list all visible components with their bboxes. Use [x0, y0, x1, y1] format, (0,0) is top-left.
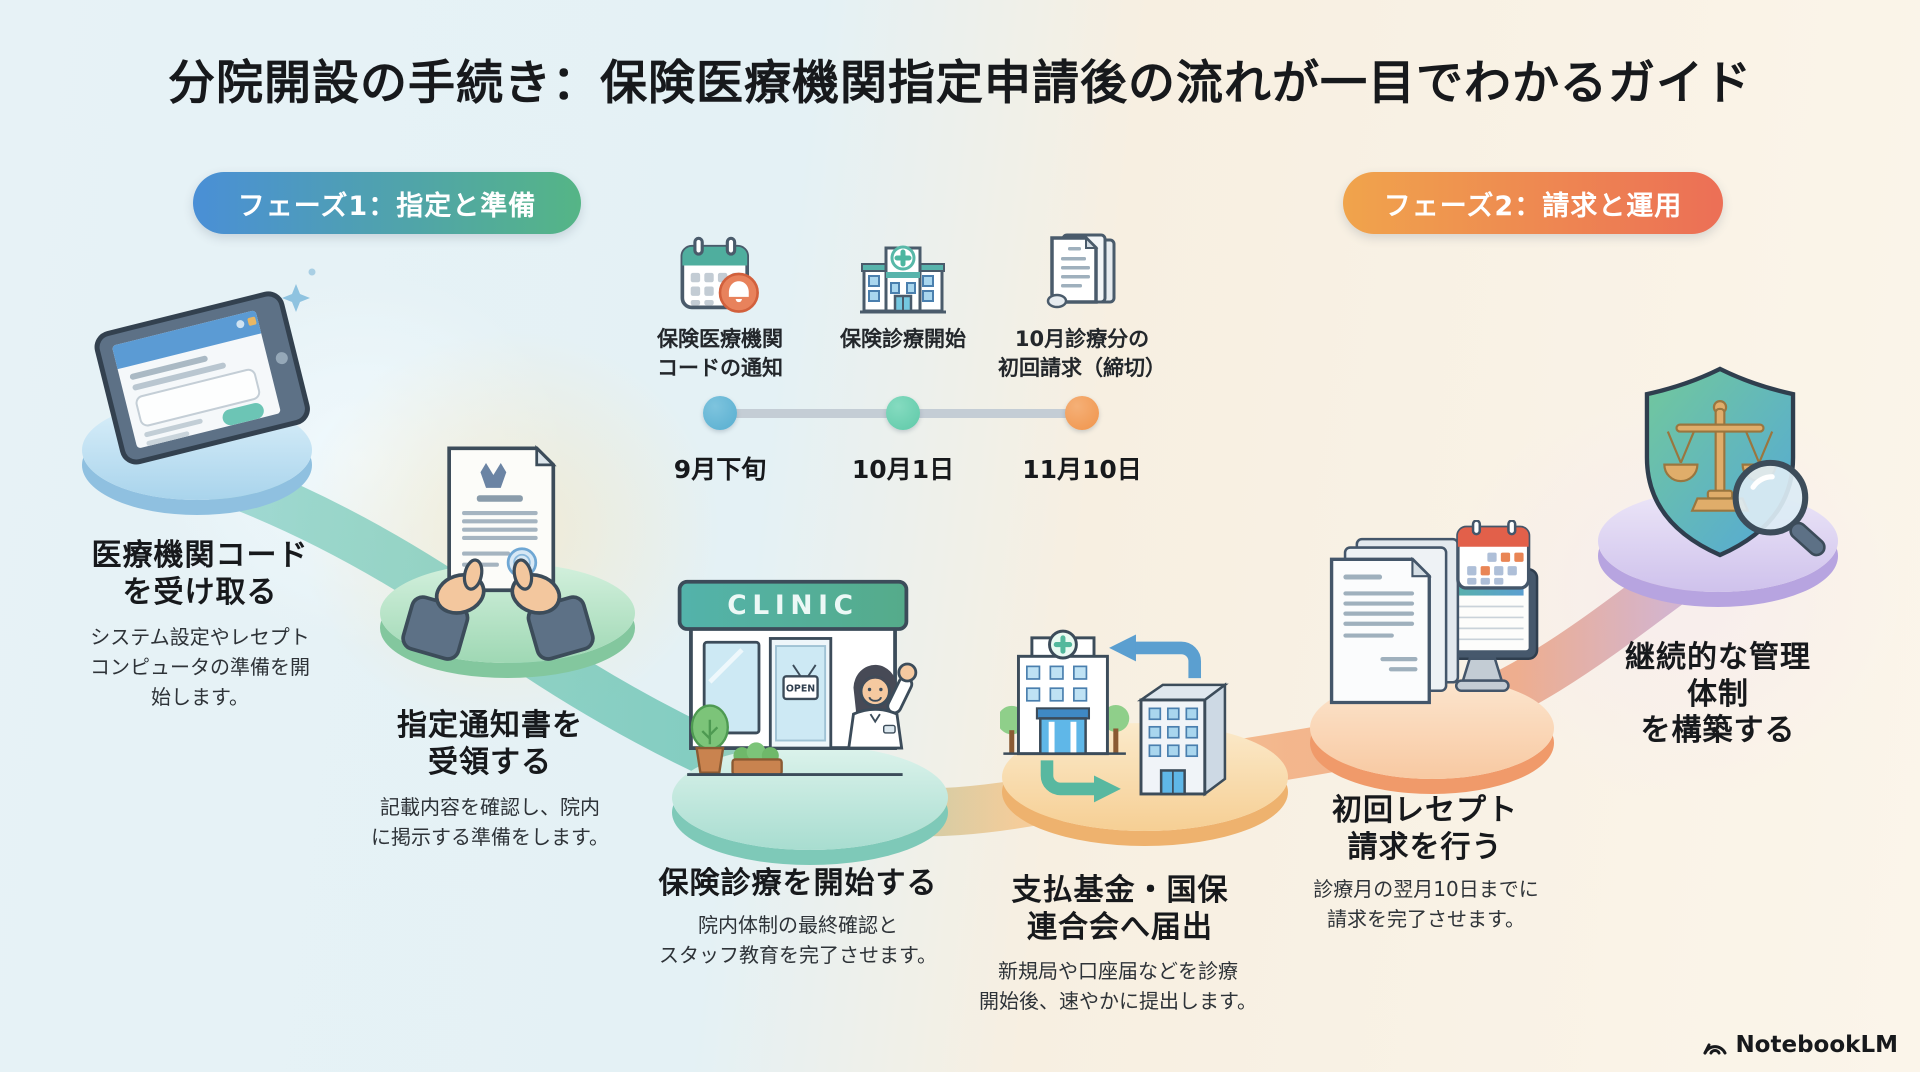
- timeline-date-2: 10月1日: [851, 455, 955, 484]
- clinic-sign-text: CLINIC: [727, 590, 858, 621]
- hospital-icon: [860, 245, 946, 314]
- step-2-title: 指定通知書を 受領する: [397, 708, 583, 780]
- phase-2-badge: フェーズ2：請求と運用: [1343, 172, 1723, 234]
- step-3-title: 保険診療を開始する: [658, 866, 938, 901]
- step-1-title: 医療機関コード を受け取る: [91, 538, 309, 610]
- timeline-dot-1: [703, 396, 737, 430]
- phase-1-label: フェーズ1：指定と準備: [237, 190, 537, 222]
- phase-1-badge: フェーズ1：指定と準備: [193, 172, 581, 234]
- receipt-computer-illustration: [1329, 520, 1539, 705]
- notebooklm-logo-icon: [1703, 1043, 1727, 1055]
- step-3-description: 院内体制の最終確認と スタッフ教育を完了させます。: [659, 913, 937, 967]
- calendar-bell-icon: [680, 236, 759, 313]
- shield-illustration: [1644, 366, 1826, 558]
- magnifier-icon: [1732, 459, 1809, 536]
- arrow-left-icon: [1132, 641, 1202, 679]
- timeline-date-3: 11月10日: [1022, 455, 1142, 484]
- tablet-illustration: [94, 268, 316, 465]
- step-5-title: 初回レセプト 請求を行う: [1332, 793, 1518, 865]
- milestone-3-label: 10月診療分の 初回請求（締切）: [998, 327, 1166, 381]
- notice-document-illustration: [401, 444, 595, 661]
- step-4-description: 新規局や口座届などを診療 開始後、速やかに提出します。: [979, 959, 1257, 1013]
- timeline-date-1: 9月下旬: [673, 455, 767, 484]
- step-6-title: 継続的な管理体制 を構築する: [1625, 640, 1811, 749]
- milestone-2-label: 保険診療開始: [840, 327, 966, 351]
- watermark-text: NotebookLM: [1735, 1032, 1898, 1058]
- watermark: NotebookLM: [1702, 1032, 1898, 1058]
- step-5-description: 診療月の翌月10日までに 請求を完了させます。: [1313, 877, 1539, 931]
- step-1-description: システム設定やレセプト コンピュータの準備を開 始します。: [90, 625, 310, 709]
- step-4-title: 支払基金・国保 連合会へ届出: [1011, 873, 1229, 945]
- sparkle-icon: [282, 284, 310, 312]
- page-title: 分院開設の手続き：保険医療機関指定申請後の流れが一目でわかるガイド: [168, 56, 1752, 111]
- invoice-scroll-icon: [1046, 233, 1116, 309]
- timeline-dot-3: [1065, 396, 1099, 430]
- arrow-right-icon: [1040, 760, 1098, 796]
- phase-2-label: フェーズ2：請求と運用: [1383, 190, 1683, 222]
- buildings-illustration: [1000, 629, 1229, 803]
- timeline-dot-2: [886, 396, 920, 430]
- clinic-illustration: CLINIC OPEN: [677, 579, 918, 776]
- step-2-description: 記載内容を確認し、院内 に掲示する準備をします。: [371, 795, 609, 849]
- open-sign-text: OPEN: [786, 683, 815, 694]
